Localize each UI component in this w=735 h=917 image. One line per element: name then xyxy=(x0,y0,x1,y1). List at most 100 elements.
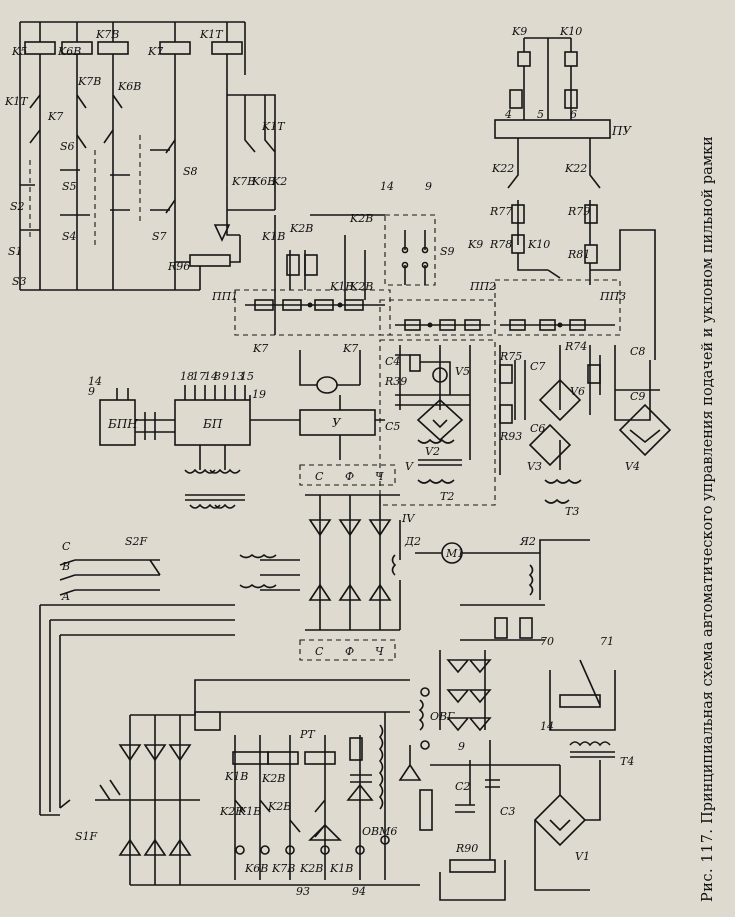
label-bottom: T4 xyxy=(620,755,634,768)
label-right-top: K22 xyxy=(564,162,587,175)
label-mid: V3 xyxy=(527,460,542,473)
label-terminal: 9 xyxy=(88,385,95,398)
label-contact: K7B xyxy=(77,75,101,88)
label-bottom: C2 xyxy=(455,780,470,793)
label-terminal: 14 xyxy=(88,375,102,388)
label-bottom: K2B xyxy=(261,772,285,785)
label-mid: K1B xyxy=(261,230,285,243)
label-terminal: 15 xyxy=(240,370,254,383)
label-mid: C6 xyxy=(530,422,545,435)
label-bottom: R90 xyxy=(455,842,478,855)
label-bottom: 93 xyxy=(296,885,310,898)
label-contact: K6B xyxy=(251,175,275,188)
label-mains: S2F xyxy=(125,535,148,548)
label-mid: C8 xyxy=(630,345,645,358)
label-mid: Ф xyxy=(345,470,354,483)
label-mains: A xyxy=(61,590,70,603)
label-mid: Ч xyxy=(375,645,384,658)
label-bottom: ОВГ xyxy=(430,710,455,723)
label-bottom: 94 xyxy=(352,885,366,898)
label-bottom: K7B xyxy=(271,862,295,875)
label-right-top: R78 xyxy=(489,238,512,251)
label-block: ПП2 xyxy=(469,280,496,293)
label-mid: C5 xyxy=(385,420,400,433)
label-mid: IV xyxy=(401,512,415,525)
label-button: S5 xyxy=(62,180,77,193)
label-mid: V2 xyxy=(425,445,440,458)
label-mid: R93 xyxy=(499,430,522,443)
label-mid: V5 xyxy=(455,365,470,378)
label-right-top: K9 xyxy=(511,25,527,38)
relay-bank xyxy=(19,21,276,291)
label-bottom: K2B xyxy=(267,800,291,813)
label-right-top: 6 xyxy=(570,108,577,121)
label-mid: K7 xyxy=(252,342,268,355)
field-control-section xyxy=(194,650,616,901)
control-amplifier-section xyxy=(250,339,672,506)
label-bottom: 71 xyxy=(600,635,614,648)
label-mains: S1F xyxy=(75,830,98,843)
label-contact: K1T xyxy=(4,95,29,108)
label-bottom: K1B xyxy=(224,770,248,783)
label-contact: K2 xyxy=(271,175,287,188)
power-supply-blocks xyxy=(99,385,251,509)
label-mid: K2B xyxy=(289,222,313,235)
label-terminal: 19 xyxy=(252,388,266,401)
label-button: S6 xyxy=(60,140,75,153)
label-terminal: 14 xyxy=(380,180,394,193)
mains-input xyxy=(39,559,420,886)
label-relay-top: K7B xyxy=(95,28,119,41)
label-block: ПП1 xyxy=(211,290,238,303)
label-right-top: K10 xyxy=(527,238,550,251)
label-mid: V xyxy=(405,460,414,473)
label-contact: K1T xyxy=(261,120,286,133)
label-bottom: C3 xyxy=(500,805,515,818)
label-block: У xyxy=(332,416,342,430)
label-mid: K2B xyxy=(349,212,373,225)
label-button: S7 xyxy=(152,230,167,243)
label-relay-top: K5 xyxy=(11,45,27,58)
label-right-top: K9 xyxy=(467,238,483,251)
label-mid: V6 xyxy=(570,385,585,398)
component-labels: K5 K6B K7B K7 K1T K1T K7 K7B K6B K7B K6B… xyxy=(4,25,645,898)
label-bottom: 14 xyxy=(540,720,554,733)
label-contact: K6B xyxy=(117,80,141,93)
label-block: ПП3 xyxy=(599,290,626,303)
label-mid: C xyxy=(315,470,324,483)
label-contact: K7B xyxy=(231,175,255,188)
label-bottom: V1 xyxy=(575,850,590,863)
label-mains: C xyxy=(62,540,71,553)
label-bottom: K1B xyxy=(329,862,353,875)
label-mid: T3 xyxy=(565,505,579,518)
label-mid: C9 xyxy=(630,390,645,403)
label-button: S2 xyxy=(10,200,25,213)
label-mid: C4 xyxy=(385,355,400,368)
figure-number: Рис. 117. xyxy=(700,828,716,902)
label-terminal: 9 xyxy=(222,370,229,383)
label-mid: K7 xyxy=(342,342,358,355)
label-mid: Д2 xyxy=(404,535,421,548)
label-mid: Ч xyxy=(375,470,384,483)
label-right-top: 4 xyxy=(504,108,512,121)
figure-title: Принципиальная схема автоматического упр… xyxy=(700,136,716,824)
label-relay-top: K1T xyxy=(199,28,224,41)
label-bottom: K1B xyxy=(237,805,261,818)
label-contact: K7 xyxy=(47,110,63,123)
label-mid: M1 xyxy=(445,547,464,560)
label-bottom: 70 xyxy=(540,635,554,648)
label-button: S8 xyxy=(183,165,198,178)
label-terminal: 13 xyxy=(230,370,244,383)
label-bottom: PT xyxy=(299,728,316,741)
label-right-top: K10 xyxy=(559,25,582,38)
label-right-top: 5 xyxy=(537,108,544,121)
label-right-top: R79 xyxy=(567,205,590,218)
label-mid: R75 xyxy=(499,350,522,363)
label-mid: K1B xyxy=(329,280,353,293)
label-bottom: K2F xyxy=(219,805,243,818)
label-terminal: 17 xyxy=(192,370,206,383)
label-mid: R96 xyxy=(167,260,190,273)
figure-caption: Рис. 117. Принципиальная схема автоматич… xyxy=(700,136,716,902)
label-block: БП xyxy=(202,417,223,431)
